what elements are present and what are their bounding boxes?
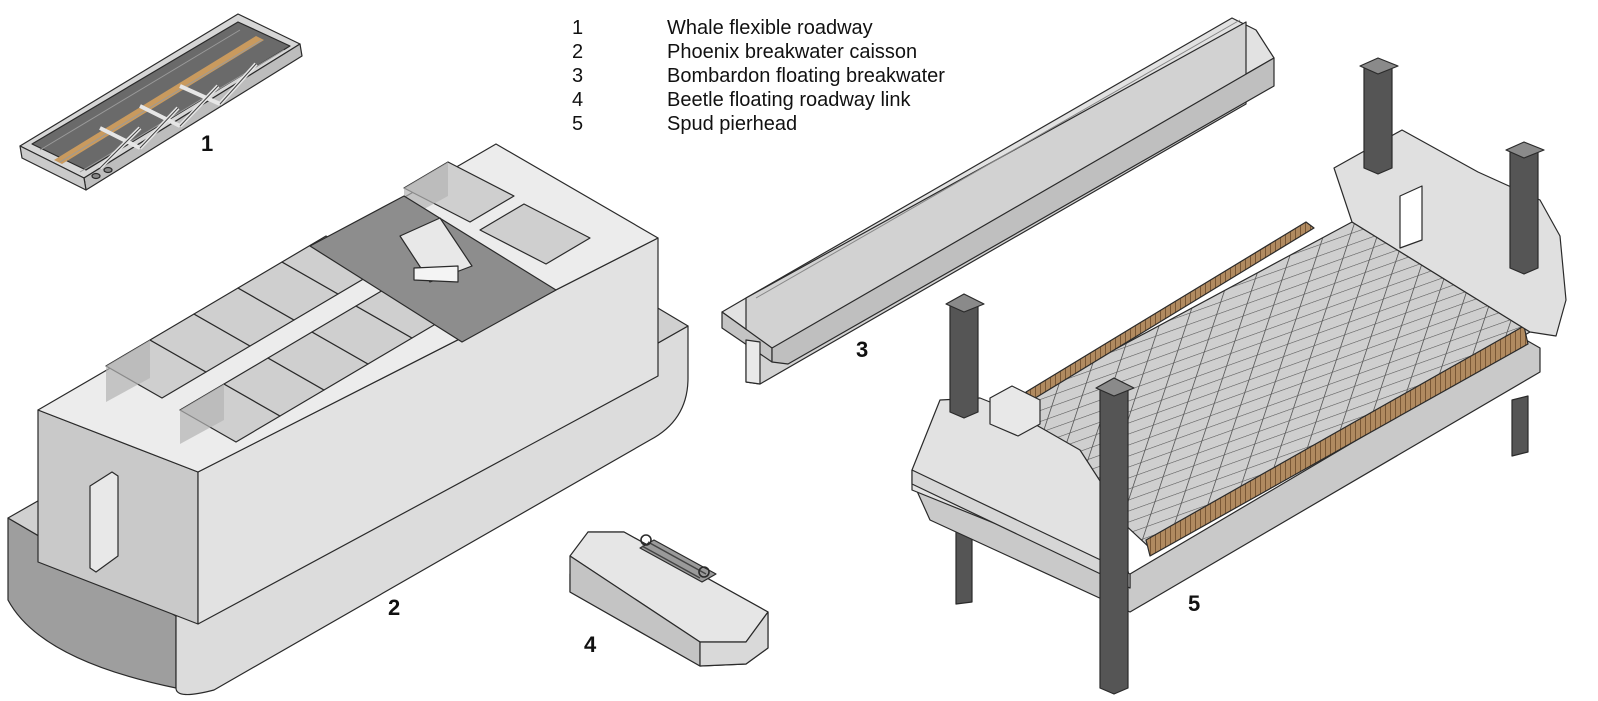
legend-number: 4 xyxy=(572,89,584,111)
callout-whale: 1 xyxy=(201,131,214,156)
legend-row: 1 Whale flexible roadway xyxy=(572,16,1032,40)
phoenix-breakwater-caisson xyxy=(7,143,689,696)
legend-row: 3 Bombardon floating breakwater xyxy=(572,64,1032,88)
legend-number: 3 xyxy=(572,65,584,87)
bombardon-floating-breakwater xyxy=(721,17,1275,385)
legend: 1 Whale flexible roadway 2 Phoenix break… xyxy=(572,16,1032,136)
legend-label: Whale flexible roadway xyxy=(667,17,873,39)
callout-phoenix: 2 xyxy=(388,595,401,620)
legend-label: Beetle floating roadway link xyxy=(667,89,911,111)
legend-row: 5 Spud pierhead xyxy=(572,112,1032,136)
legend-row: 4 Beetle floating roadway link xyxy=(572,88,1032,112)
spud-pierhead xyxy=(911,57,1567,695)
legend-label: Bombardon floating breakwater xyxy=(667,65,945,87)
callout-pierhead: 5 xyxy=(1188,591,1201,616)
callout-bombardon: 3 xyxy=(856,337,869,362)
callout-beetle: 4 xyxy=(584,632,597,657)
legend-number: 1 xyxy=(572,17,584,39)
beetle-floating-roadway-link xyxy=(569,531,769,667)
legend-label: Phoenix breakwater caisson xyxy=(667,41,918,63)
legend-row: 2 Phoenix breakwater caisson xyxy=(572,40,1032,64)
legend-label: Spud pierhead xyxy=(667,113,798,135)
legend-number: 2 xyxy=(572,41,584,63)
whale-flexible-roadway xyxy=(19,13,303,191)
legend-number: 5 xyxy=(572,113,584,135)
